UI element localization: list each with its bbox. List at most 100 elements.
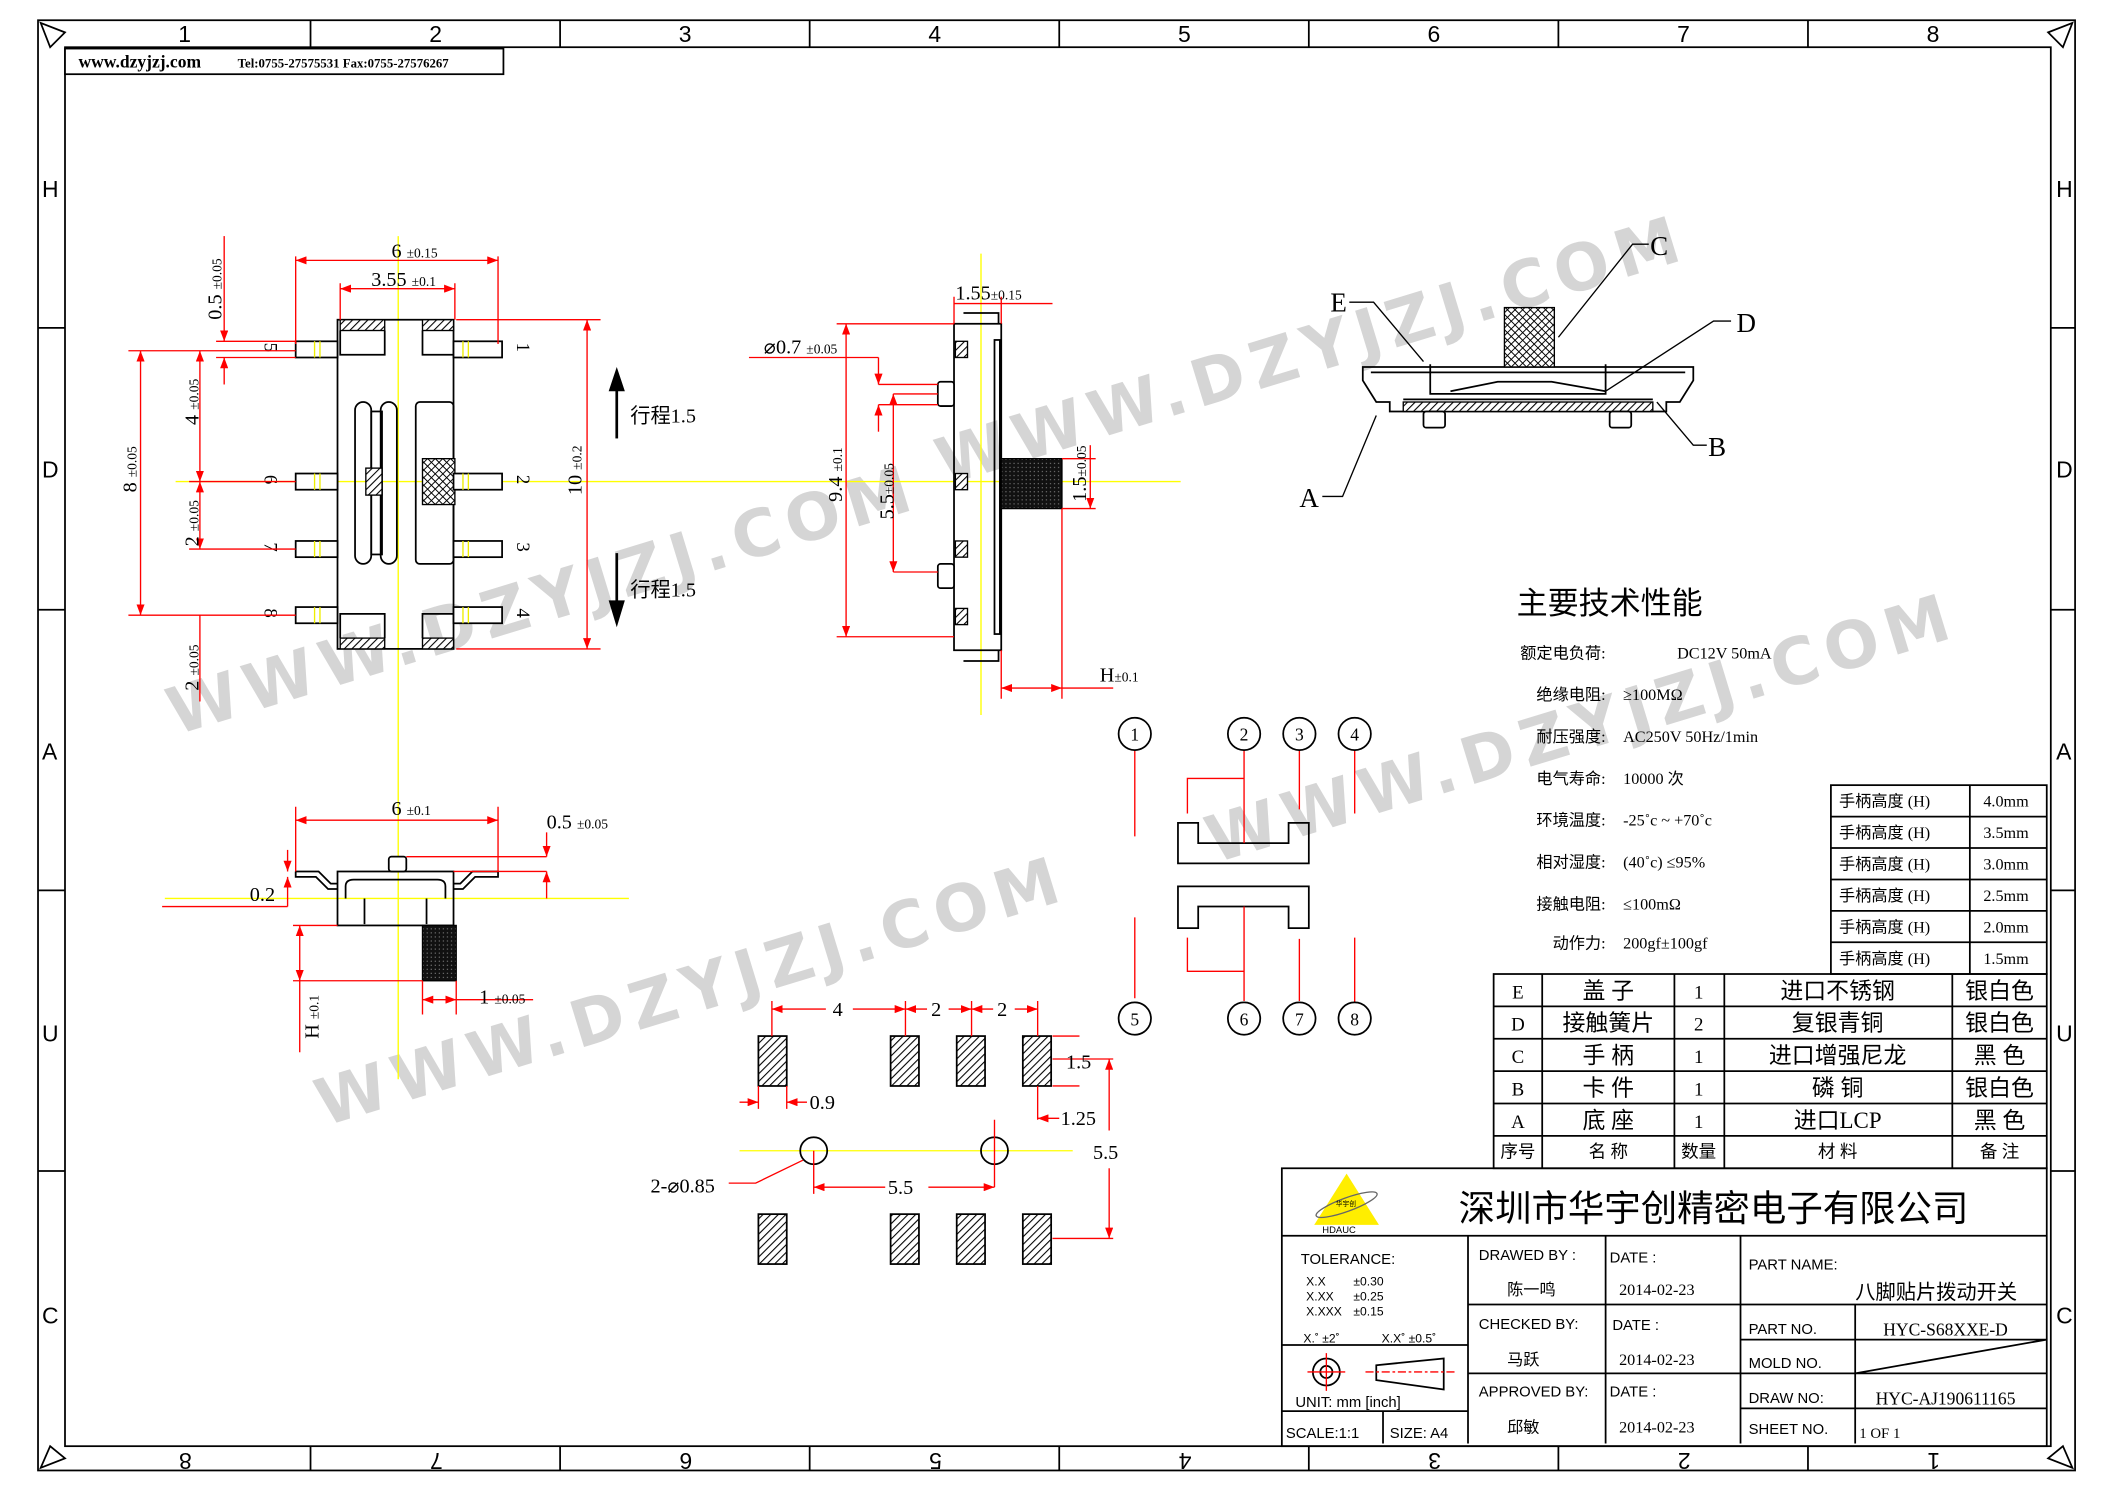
spec-item: 环境温度:-25˚c ~ +70˚c [1536,811,1712,830]
handle-height-value: 3.0mm [1983,857,2029,874]
spec-label: 接触电阻: [1536,895,1605,913]
handle-height-label: 手柄高度 (H) [1839,856,1930,874]
table-header: 序号名 称数量材 料备 注 [1500,1141,2019,1161]
zone-letter-left: U [42,1020,59,1046]
arrow-up-icon [608,366,625,392]
spec-value: AC250V 50Hz/1min [1623,729,1758,746]
label-d: D [1736,308,1755,338]
bom-id: D [1511,1015,1525,1036]
zone-number-top: 2 [429,21,442,47]
section-view: E C D B A [1299,231,1756,513]
table-row: 手柄高度 (H)2.5mm [1830,878,2047,905]
pin-marker [313,540,470,558]
dim-pad-offset: 1.25 [1061,1108,1096,1130]
tolerance-key: X.XXX [1306,1304,1342,1318]
pin-circle [1337,716,1372,751]
mold-no-label: MOLD NO. [1749,1356,1822,1372]
arrow-down-icon [608,600,625,628]
bom-id: A [1511,1112,1525,1133]
dim-pin-span: 8 ±0.05 [119,446,141,492]
solder-pad [757,1035,788,1087]
sheet-no-label: SHEET NO. [1749,1422,1829,1438]
zone-letter-left: H [42,176,59,202]
front-view: 6 ±0.1 0.5 ±0.05 0.2 1 ±0.05 H ±0.1 [162,798,629,1053]
sheet-frame [37,19,2076,1472]
side-view: 1.55±0.15 ⌀0.7 ±0.05 9.4 ±0.1 5.5±0.05 1… [748,253,1139,715]
bom-note: 黑 色 [1974,1043,2026,1068]
spec-value: -25˚c ~ +70˚c [1623,813,1712,830]
approved-by: 邱敏 [1507,1419,1539,1437]
pin-label: 1 [1130,725,1139,745]
bom-qty: 1 [1694,982,1703,1003]
pin-number-left: 5 [260,343,281,352]
bom-material: 进口LCP [1794,1108,1882,1133]
zone-letter-right: C [2056,1302,2073,1328]
spec-label: 相对湿度: [1536,853,1605,871]
checked-by: 马跃 [1507,1351,1539,1369]
dim-handle-thickness: 1 ±0.05 [479,987,525,1009]
travel-down-label: 行程1.5 [630,578,696,601]
bom-name: 接触簧片 [1562,1011,1654,1036]
dim-post-diameter: ⌀0.7 ±0.05 [764,336,838,358]
handle-height-value: 1.5mm [1983,951,2029,968]
table-row: 手柄高度 (H)2.0mm [1830,910,2047,936]
zone-letter-right: A [2056,739,2072,765]
scale-label: SCALE:1:1 [1286,1426,1359,1442]
spec-value: (40˚c) ≤95% [1623,854,1705,871]
pin-left [294,606,339,625]
spec-label: 额定电负荷: [1520,644,1605,662]
dim-pad-width: 0.9 [810,1092,835,1114]
spec-item: 耐压强度:AC250V 50Hz/1min [1536,728,1758,746]
table-row: 手柄高度 (H) 3.0mm [1830,847,2047,874]
dim-front-width: 6 ±0.1 [391,798,430,820]
bom-qty: 1 [1694,1079,1703,1100]
zone-number-top: 1 [178,21,191,47]
spec-item: 额定电负荷:DC12V 50mA [1520,644,1772,662]
pin-circle [1226,716,1262,751]
bom-header-qty: 数量 [1681,1141,1716,1161]
drawed-by: 陈一鸣 [1507,1281,1556,1299]
dim-offset: 0.2 [250,884,275,906]
dim-front-handle-height: H ±0.1 [302,995,324,1039]
spec-value: ≤100mΩ [1623,896,1681,913]
handle-height-label: 手柄高度 (H) [1839,793,1930,811]
watermark: WWW.DZYJZJ.COM [927,201,1696,501]
zone-letter-left: D [42,457,59,483]
projection-symbol-icon [1307,1353,1458,1391]
handle-height-label: 手柄高度 (H) [1839,824,1930,842]
bom-name: 卡 件 [1583,1075,1635,1100]
pin-number-left: 8 [260,608,281,617]
zone-number-top: 5 [1178,21,1191,47]
spec-value: 200gf±100gf [1623,935,1708,952]
tolerance-label: TOLERANCE: [1301,1252,1396,1268]
angle-tolerance-a: X.˚ ±2˚ [1303,1331,1339,1345]
part-name: 八脚贴片拨动开关 [1855,1281,2017,1304]
handle-height-label: 手柄高度 (H) [1839,918,1930,936]
zone-number-bottom: 1 [1927,1448,1940,1474]
spec-label: 动作力: [1553,934,1606,952]
spec-label: 电气寿命: [1536,770,1605,788]
bom-qty: 1 [1694,1047,1703,1068]
zone-number-bottom: 8 [179,1448,192,1474]
tolerance-value: ±0.25 [1353,1289,1384,1303]
handle-height-label: 手柄高度 (H) [1839,950,1930,968]
spec-label: 绝缘电阻: [1536,686,1605,704]
pin-left [294,540,339,559]
handle-height-value: 3.5mm [1983,825,2029,842]
spec-item: 相对湿度: (40˚c) ≤95% [1536,853,1705,871]
zone-letter-right: H [2056,176,2073,202]
zone-letter-left: C [42,1302,59,1328]
spec-value: 10000 次 [1623,770,1684,788]
label-e: E [1330,288,1346,318]
watermark: WWW.DZYJZJ.COM [158,450,927,750]
zone-number-bottom: 7 [430,1448,443,1474]
tolerance-key: X.XX [1306,1289,1334,1303]
bom-qty: 1 [1694,1112,1703,1133]
part-no-label: PART NO. [1749,1322,1817,1338]
